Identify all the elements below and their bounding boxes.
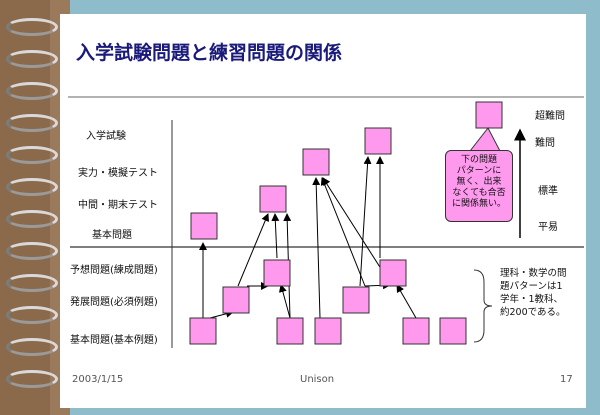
note-line: 学年・1教科、	[500, 294, 564, 305]
level-label-basic: 基本問題	[92, 230, 132, 241]
note-line: 題パターンは1	[500, 281, 563, 292]
note-bracket	[473, 269, 493, 343]
level-label-mock: 実力・模擬テスト	[78, 168, 158, 179]
difficulty-label-super-hard: 超難問	[535, 111, 565, 122]
ring-icon	[6, 338, 58, 356]
callout-line: なくても合否	[452, 188, 506, 198]
box-midterm	[259, 185, 287, 213]
callout-pointer	[468, 127, 501, 152]
level-label-entrance: 入学試験	[86, 131, 126, 142]
box-basic-upper	[190, 212, 218, 240]
difficulty-label-hard: 難問	[535, 138, 555, 149]
ring-icon	[6, 146, 58, 164]
level-label-advanced: 発展問題(必須例題)	[70, 297, 158, 308]
callout-bubble: 下の問題 パターンに 無く、出来 なくても合否 に関係無い。	[445, 150, 513, 222]
difficulty-label-standard: 標準	[538, 186, 558, 197]
footer-center: Unison	[300, 374, 335, 385]
box-entrance-exam	[364, 127, 392, 155]
ring-icon	[6, 114, 58, 132]
box-basic-4	[402, 317, 430, 345]
slide-title: 入学試験問題と練習問題の関係	[76, 42, 343, 64]
ring-icon	[6, 242, 58, 260]
box-advanced-1	[222, 286, 250, 314]
box-advanced-2	[342, 286, 370, 314]
footer-date: 2003/1/15	[72, 374, 124, 385]
callout-line: パターンに	[456, 166, 502, 176]
callout-line: 無く、出来	[456, 177, 502, 187]
ring-icon	[6, 178, 58, 196]
callout-line: 下の問題	[460, 155, 497, 165]
ring-icon	[6, 82, 58, 100]
footer-page-number: 17	[560, 374, 573, 385]
level-label-midterm: 中間・期末テスト	[78, 200, 158, 211]
callout-line: に関係無い。	[451, 199, 506, 209]
box-super-hard	[475, 101, 503, 129]
box-expected-2	[379, 259, 407, 287]
note-line: 理科・数学の問	[500, 268, 567, 279]
box-basic-3	[314, 317, 342, 345]
ring-icon	[6, 370, 58, 388]
level-label-expected: 予想問題(練成問題)	[70, 265, 158, 276]
ring-icon	[6, 306, 58, 324]
ring-icon	[6, 210, 58, 228]
note-line: 約200である。	[500, 307, 566, 318]
box-basic-5	[439, 317, 467, 345]
box-basic-1	[189, 317, 217, 345]
box-expected-1	[263, 259, 291, 287]
ring-icon	[6, 274, 58, 292]
difficulty-label-easy: 平易	[538, 222, 558, 233]
ring-icon	[6, 18, 58, 36]
box-mock-test	[302, 148, 330, 176]
box-basic-2	[276, 317, 304, 345]
level-label-basic-example: 基本問題(基本例題)	[70, 335, 158, 346]
ring-icon	[6, 50, 58, 68]
pattern-note: 理科・数学の問 題パターンは1 学年・1教科、 約200である。	[500, 267, 580, 319]
